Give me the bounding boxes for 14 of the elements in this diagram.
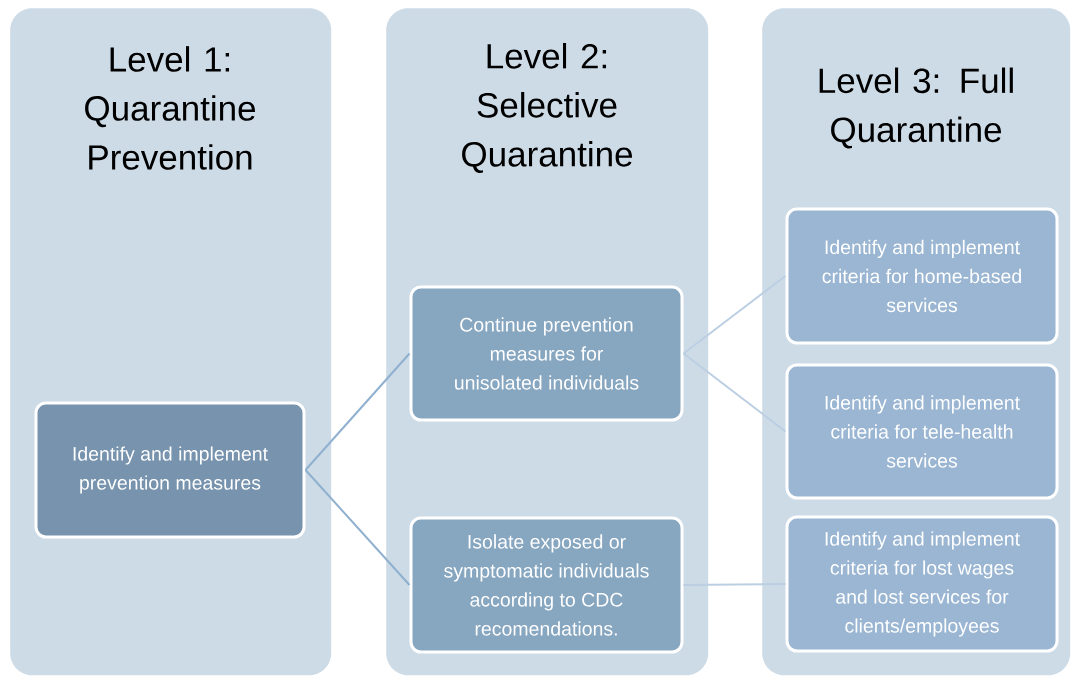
step-box: Identify and implement criteria for home-based services [785, 207, 1059, 345]
connector-line [682, 352, 787, 433]
column-heading: Level 3: Full Quarantine [819, 67, 1013, 149]
connector-line [304, 469, 411, 586]
step-box: Isolate exposed or symptomatic individuals according to CDC recomendations. [409, 516, 684, 654]
connector-line [682, 275, 787, 355]
step-box: Identify and implement prevention measures [34, 401, 306, 539]
step-box: Continue prevention measures for unisolated individuals [409, 285, 684, 422]
step-box: Identify and implement criteria for lost wages and lost services for clients/employees [785, 515, 1059, 653]
column-heading: Level 1: Quarantine Prevention [85, 46, 255, 170]
column-heading: Level 2: Selective Quarantine [462, 43, 632, 173]
step-box: Identify and implement criteria for tele-health services [785, 363, 1059, 500]
connector-line [682, 583, 787, 586]
connector-line [304, 352, 411, 471]
